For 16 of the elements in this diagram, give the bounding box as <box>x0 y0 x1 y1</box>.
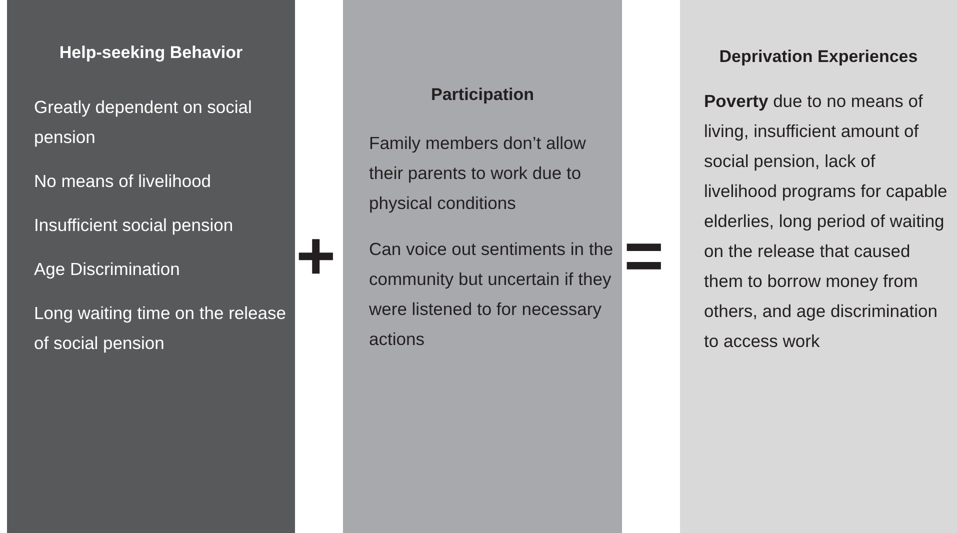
equals-sign: = <box>624 222 664 290</box>
panel-text: Insufficient social pension <box>34 214 234 237</box>
panel <box>343 0 622 533</box>
panel-heading: Help-seeking Behavior <box>59 43 243 62</box>
panel-text: Family members don’t allow their parents to work due to physical conditions <box>369 132 587 215</box>
panel <box>7 0 295 533</box>
panel-heading: Deprivation Experiences <box>719 47 918 66</box>
panel-heading: Participation <box>431 85 534 104</box>
plus-sign: + <box>296 222 336 290</box>
panel-text: Poverty due to no means of living, insufficient amount of social pension, lack of livelihood programs for capable elderlies, long period of waiting on the release that caused them to borrow money from others, and age discrimination to access work <box>704 90 948 353</box>
panel-text: Can voice out sentiments in the community but uncertain if they were listened to for necessary actions <box>369 238 614 351</box>
panel-text: Age Discrimination <box>34 258 181 281</box>
panel <box>680 0 957 533</box>
panel-text: No means of livelihood <box>34 170 212 193</box>
panel-text: Long waiting time on the release of social pension <box>34 302 287 355</box>
panel-text: Greatly dependent on social pension <box>34 96 253 149</box>
